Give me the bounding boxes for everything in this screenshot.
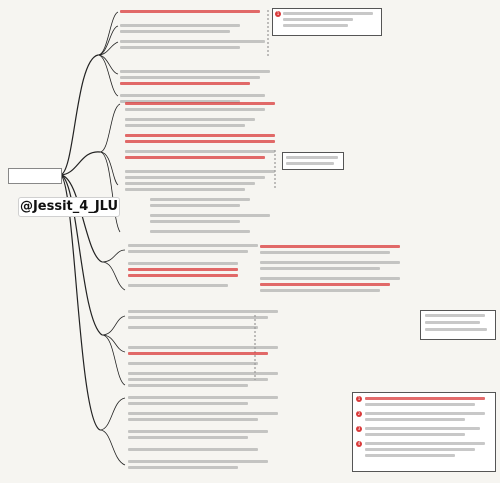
leaf-1-7 (120, 76, 260, 79)
leaf-1-10 (120, 100, 240, 103)
leaf-1-1 (120, 10, 260, 13)
root-node (8, 168, 62, 184)
leaf-1-9 (120, 94, 265, 97)
note-box-top: 1 (272, 8, 382, 36)
leaf-1-3 (120, 30, 230, 33)
leaf-1-8 (120, 82, 250, 85)
leaf-1-4 (120, 40, 265, 43)
leaf-1-5 (120, 46, 240, 49)
note-box-bottom: 1 2 3 4 (352, 392, 496, 472)
watermark-handle: @Jessit_4_JLU (18, 197, 120, 217)
leaf-1-2 (120, 24, 240, 27)
note-box-mid (282, 152, 344, 170)
badge-1: 1 (275, 11, 281, 17)
note-box-right (420, 310, 496, 340)
leaf-1-6 (120, 70, 270, 73)
leaf-2-1 (125, 102, 275, 105)
